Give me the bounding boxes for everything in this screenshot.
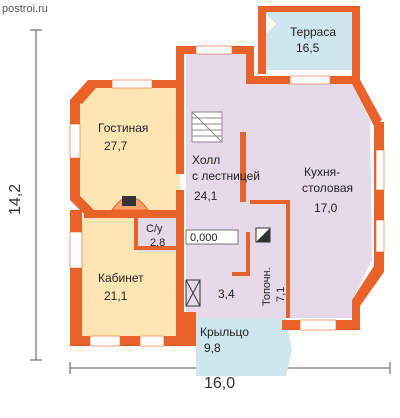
furnace-area: 7,1 [275,287,287,302]
terrace-name: Терраса [290,25,336,39]
kitchen-name-line2: столовая [302,181,353,195]
fireplace [111,196,149,211]
depth-dimension: 14,2 [7,29,42,361]
hall-name-line2: с лестницей [192,169,260,183]
hall-area: 24,1 [194,189,218,203]
porch-name: Крыльцо [200,325,249,339]
living-room-floor [80,88,180,212]
storage-shaft [185,279,201,307]
furnace-name: Топочн. [261,267,273,306]
staircase [191,111,223,143]
kitchen-area: 17,0 [314,201,338,215]
study-area: 21,1 [104,289,128,303]
terrace-area: 16,5 [296,41,320,55]
kitchen-name-line1: Кухня- [304,165,340,179]
windows [69,45,385,347]
width-label: 16,0 [204,375,235,392]
level-mark: 0,000 [185,229,239,245]
wc-area: 2,8 [150,237,165,249]
depth-label: 14,2 [7,184,24,215]
terrace-floor [262,10,356,70]
hall-name-line1: Холл [192,153,220,167]
porch-floor [196,318,292,376]
level-mark-label: 0,000 [190,232,218,244]
living-room-name: Гостиная [98,121,148,135]
study-name: Кабинет [98,271,144,285]
wc-name: С/у [146,223,163,235]
furnace-symbol [255,227,271,243]
living-room-area: 27,7 [104,139,128,153]
storage-area: 3,4 [218,287,235,301]
porch-area: 9,8 [204,341,221,355]
watermark: postroi.ru [2,3,48,15]
hall-floor [186,50,372,318]
